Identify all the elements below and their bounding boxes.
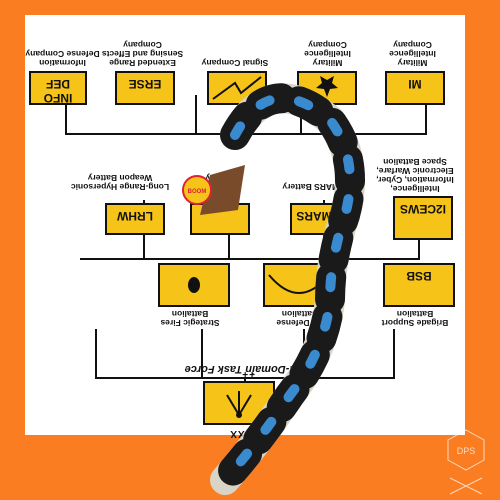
signal-company-unit-symbol [207,71,267,105]
strategic-fires-unit-symbol [158,263,230,307]
fires-dot-icon [188,277,200,293]
dps-watermark: DPS [447,429,485,495]
hq-unit-symbol [203,381,275,425]
mi-company-2-unit-symbol [297,71,357,105]
lightning-icon [212,76,262,100]
org-chart-panel: XXXX ++ Multi-Domain Task Force Brigade … [25,15,465,439]
star-icon [316,76,338,97]
hq-antenna-icon [226,391,252,418]
explosion-stamp: BOOM [188,189,207,195]
org-chart-upside-down: XXXX ++ Multi-Domain Task Force Brigade … [25,15,465,439]
explosion-icon [182,175,212,205]
svg-text:DPS: DPS [457,446,476,456]
hook-shadow [200,165,245,215]
tank-icon [220,93,355,485]
